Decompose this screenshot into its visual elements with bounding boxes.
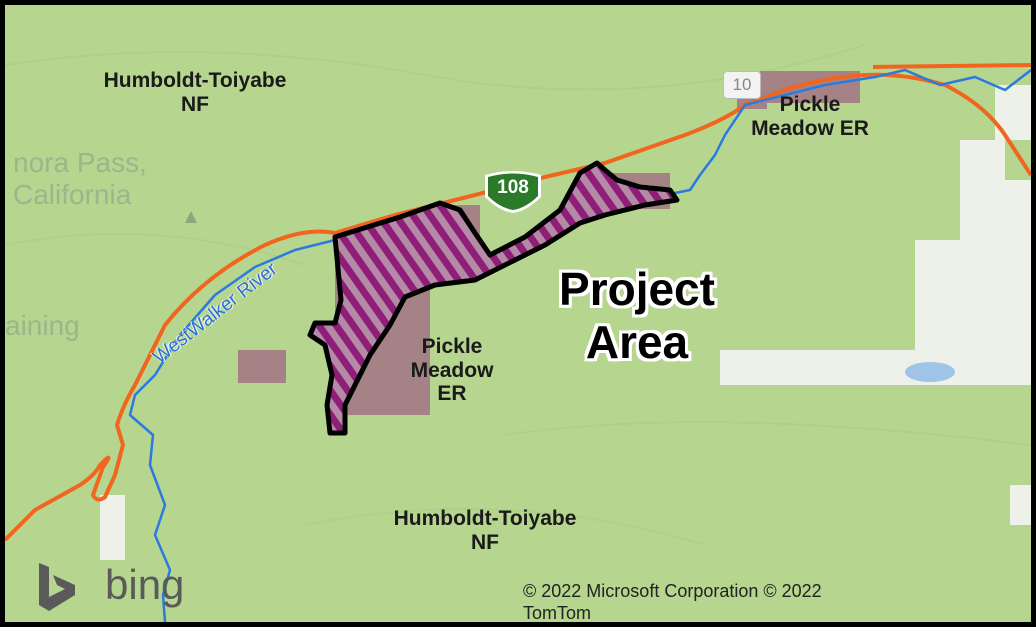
route-shield-number: 108 <box>497 177 529 198</box>
lake <box>905 362 955 382</box>
highway-partial-shield: 10 <box>723 71 761 99</box>
route-shield-icon <box>485 171 541 213</box>
project-area-polygon <box>307 160 680 436</box>
map-basemap <box>5 44 1031 622</box>
basemap-place-label-2: aining <box>5 310 80 341</box>
private-land-blocks <box>100 85 1031 560</box>
basemap-place-label: nora Pass,California <box>13 147 147 210</box>
triangle-icon <box>185 211 197 223</box>
bing-logo-text: bing <box>105 561 185 608</box>
bing-logo-icon <box>39 563 75 611</box>
